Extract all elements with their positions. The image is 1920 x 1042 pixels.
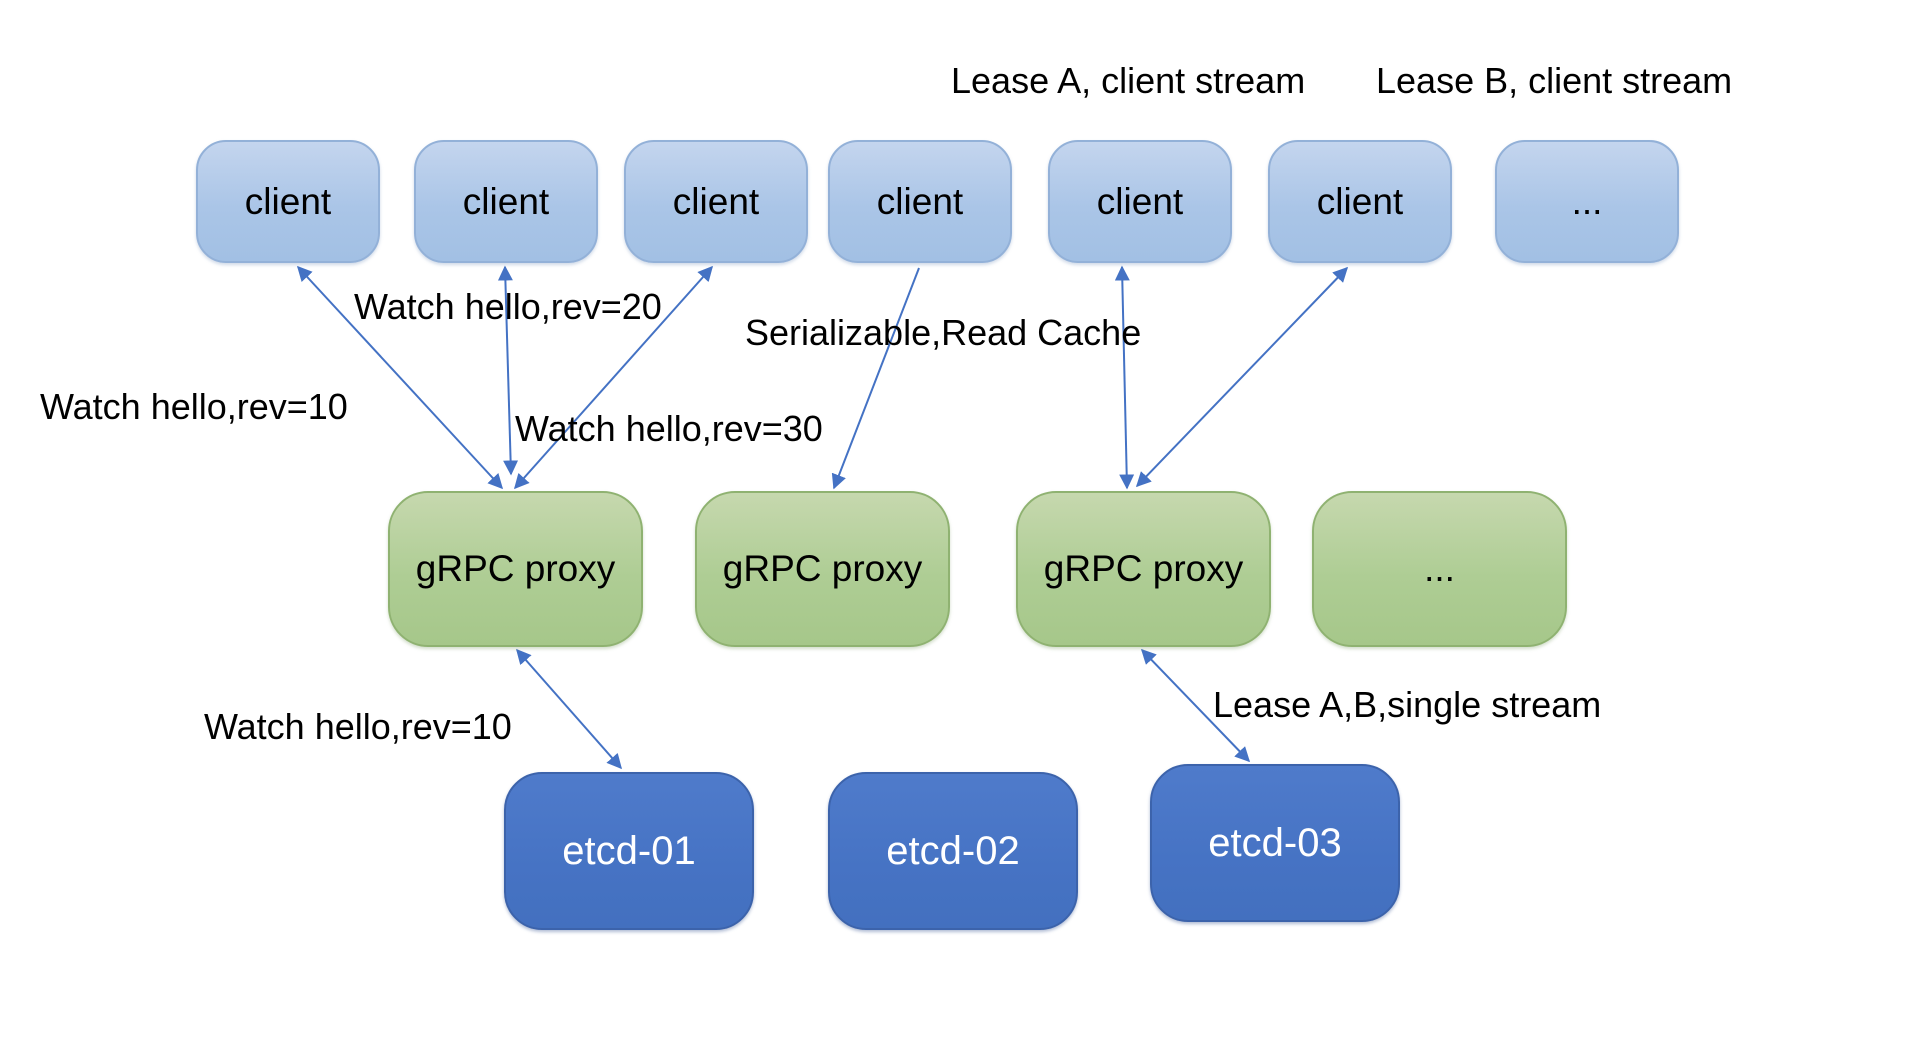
etcd-label: etcd-03 — [1208, 820, 1342, 865]
client-node-5: client — [1048, 140, 1232, 263]
arrow-client5-proxy3 — [1114, 265, 1135, 490]
client-label: client — [462, 180, 550, 222]
label-lease-ab-single-stream: Lease A,B,single stream — [1213, 684, 1602, 725]
label-watch-rev10-upper: Watch hello,rev=10 — [40, 386, 348, 427]
arrow-proxy1-etcd01 — [516, 648, 622, 770]
grpc-proxy-label: gRPC proxy — [415, 548, 616, 589]
client-node-1: client — [196, 140, 380, 263]
label-lease-a-client-stream: Lease A, client stream — [951, 60, 1306, 101]
client-label: client — [1316, 180, 1404, 222]
client-node-4: client — [828, 140, 1012, 263]
grpc-proxy-node-1: gRPC proxy — [388, 491, 643, 647]
label-watch-rev20: Watch hello,rev=20 — [354, 286, 662, 327]
etcd-node-01: etcd-01 — [504, 772, 754, 930]
label-serializable-read-cache: Serializable,Read Cache — [745, 312, 1142, 353]
arrow-client6-proxy3 — [1135, 266, 1349, 488]
client-node-3: client — [624, 140, 808, 263]
grpc-proxy-label: gRPC proxy — [1043, 548, 1244, 589]
client-label: client — [1096, 180, 1184, 222]
client-label: ... — [1571, 180, 1603, 222]
etcd-node-02: etcd-02 — [828, 772, 1078, 930]
client-label: client — [672, 180, 760, 222]
label-lease-b-client-stream: Lease B, client stream — [1376, 60, 1733, 101]
client-node-6: client — [1268, 140, 1452, 263]
client-label: client — [244, 180, 332, 222]
label-watch-rev10-lower: Watch hello,rev=10 — [204, 706, 512, 747]
etcd-label: etcd-02 — [886, 828, 1020, 873]
label-watch-rev30: Watch hello,rev=30 — [515, 408, 823, 449]
grpc-proxy-label: ... — [1424, 548, 1455, 589]
etcd-label: etcd-01 — [562, 828, 696, 873]
grpc-proxy-node-ellipsis: ... — [1312, 491, 1567, 647]
grpc-proxy-node-3: gRPC proxy — [1016, 491, 1271, 647]
etcd-node-03: etcd-03 — [1150, 764, 1400, 922]
client-node-ellipsis: ... — [1495, 140, 1679, 263]
grpc-proxy-node-2: gRPC proxy — [695, 491, 950, 647]
client-node-2: client — [414, 140, 598, 263]
arrow-client4-proxy2 — [831, 267, 920, 490]
client-label: client — [876, 180, 964, 222]
grpc-proxy-label: gRPC proxy — [722, 548, 923, 589]
